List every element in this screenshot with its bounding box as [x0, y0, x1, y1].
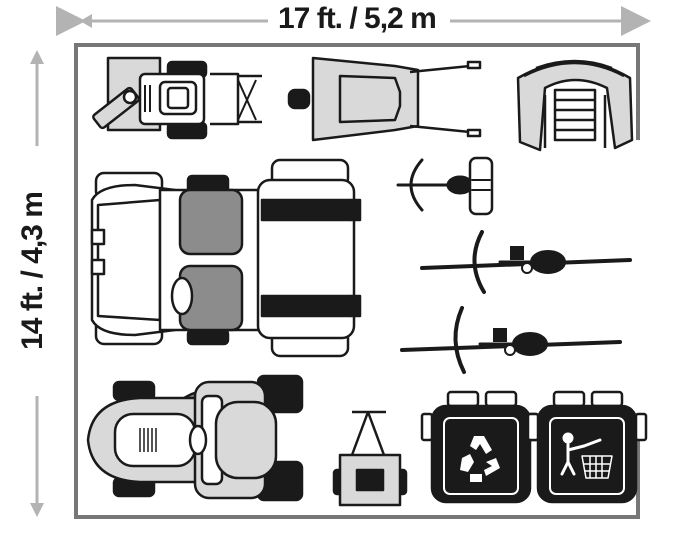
recycle-icon	[420, 390, 540, 504]
bicycle-icon-1	[420, 230, 632, 294]
width-dimension-arrow	[56, 6, 651, 36]
chairs-icon	[516, 59, 634, 152]
child-bicycle-icon	[396, 156, 494, 216]
width-dimension-label: 17 ft. / 5,2 m	[268, 2, 446, 36]
garage-wall	[74, 43, 640, 519]
trash-icon	[526, 390, 648, 504]
cart-icon	[332, 410, 408, 507]
utv-icon	[90, 158, 362, 358]
bicycle-icon-2	[400, 306, 622, 374]
height-dimension-label: 14 ft. / 4,3 m	[16, 146, 50, 396]
wheelbarrow-icon	[287, 56, 482, 142]
mower-cart-icon	[92, 56, 262, 140]
tractor-icon	[86, 374, 304, 502]
